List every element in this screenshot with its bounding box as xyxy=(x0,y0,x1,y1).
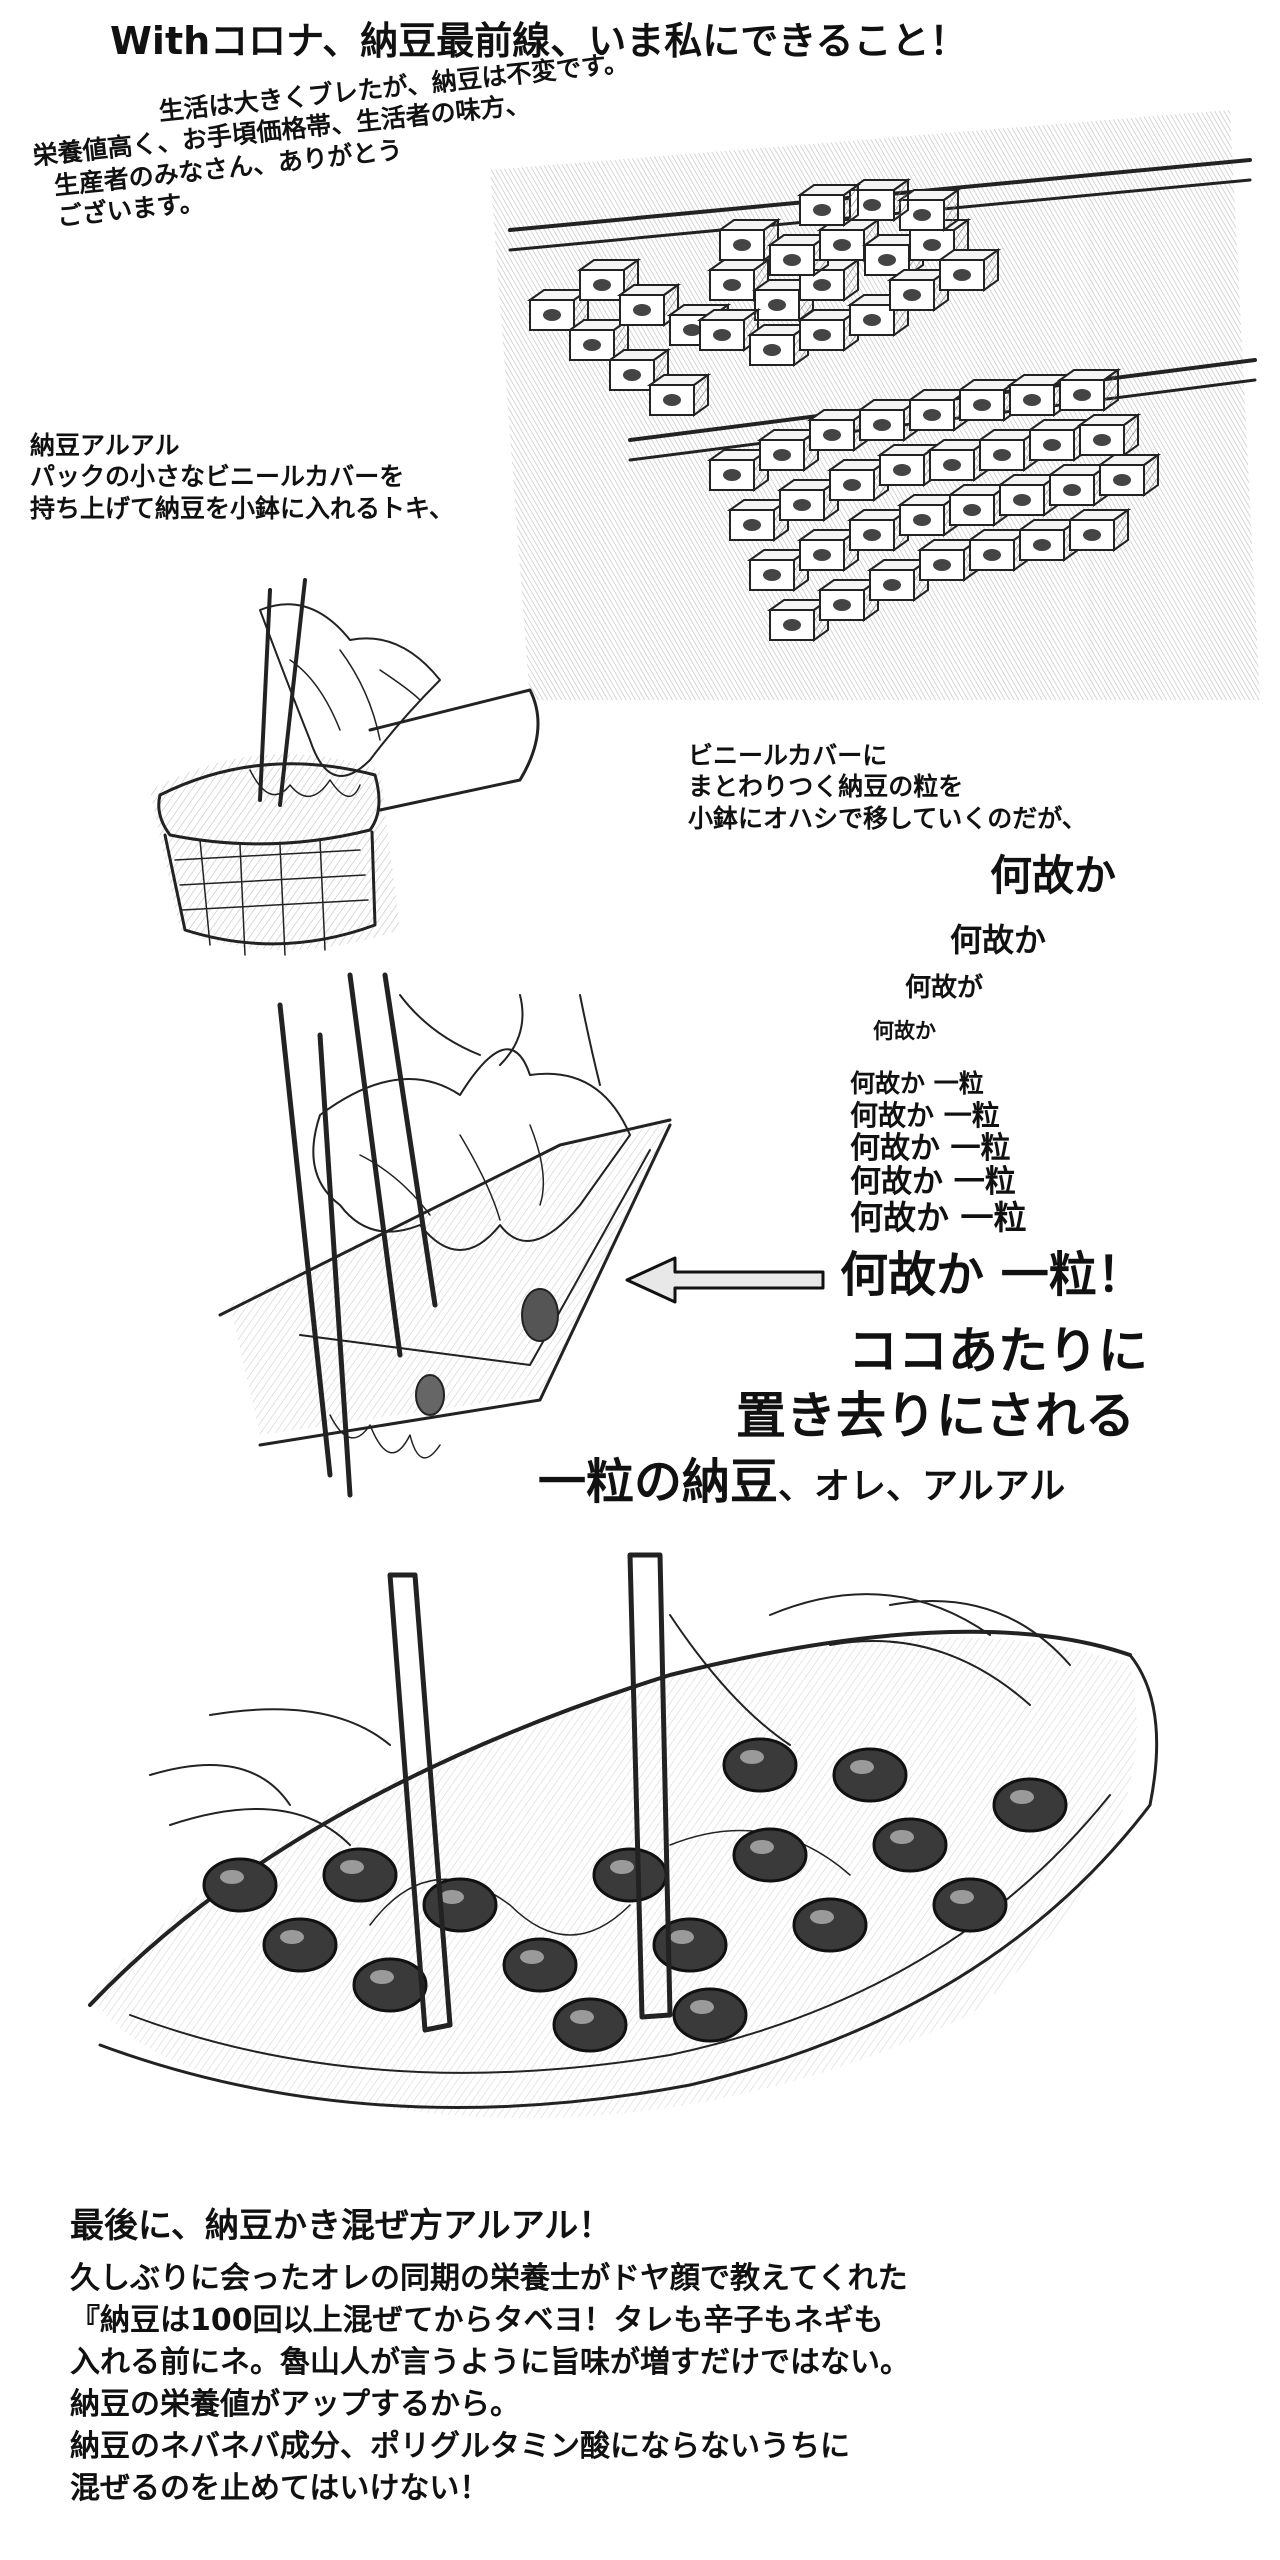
aruaru-line: パックの小さなビニールカバーを xyxy=(30,462,405,492)
cover-text: ビニールカバーに まとわりつく納豆の粒を 小鉢にオハシで移していくのだが、 xyxy=(688,740,1087,834)
naze-text: 何故か xyxy=(950,921,1047,959)
bowl-chopsticks-illustration xyxy=(150,578,540,956)
cover-line: まとわりつく納豆の粒を xyxy=(688,772,964,802)
page-title: Withコロナ、納豆最前線、いま私にできること！ xyxy=(110,19,968,63)
closing-line: 久しぶりに会ったオレの同期の栄養士がドヤ顔で教えてくれた xyxy=(70,2261,908,2296)
naze-ichiryu: 何故か 一粒 xyxy=(850,1164,1016,1200)
naze-ichiryu: 何故か 一粒 xyxy=(850,1198,1027,1237)
closing-line: 納豆のネバネバ成分、ポリグルタミン酸にならないうちに xyxy=(70,2429,850,2464)
leftover-line-2: 置き去りにされる xyxy=(736,1387,1135,1445)
closing-line: 『納豆は100回以上混ぜてからタベヨ！タレも辛子もネギも xyxy=(70,2303,884,2338)
naze-ichiryu: 何故か 一粒 xyxy=(850,1131,1011,1166)
naze-text: 何故が xyxy=(905,973,984,1003)
leftover-big: 一粒の納豆 xyxy=(538,1454,779,1510)
closing-line: 入れる前にネ。魯山人が言うように旨味が増すだけではない。 xyxy=(70,2345,910,2380)
cover-line: ビニールカバーに xyxy=(688,741,888,770)
vinyl-cover-illustration xyxy=(218,972,672,1498)
naze-ichiryu: 何故か 一粒 xyxy=(850,1069,984,1098)
closing-line: 納豆の栄養値がアップするから。 xyxy=(70,2387,520,2422)
naze-ichiryu-exclaim: 何故か 一粒！ xyxy=(840,1247,1145,1303)
stirring-bowl-illustration xyxy=(88,1552,1159,2119)
naze-ichiryu: 何故か 一粒 xyxy=(850,1099,1000,1132)
closing-heading: 最後に、納豆かき混ぜ方アルアル！ xyxy=(70,2206,613,2246)
closing-body: 久しぶりに会ったオレの同期の栄養士がドヤ顔で教えてくれた 『納豆は100回以上混… xyxy=(70,2258,910,2510)
supermarket-shelf-illustration xyxy=(490,110,1260,700)
leftover-small: 、オレ、アルアル xyxy=(778,1466,1066,1507)
aruaru-line: 納豆アルアル xyxy=(30,431,180,460)
closing-line: 混ぜるのを止めてはいけない！ xyxy=(70,2471,490,2506)
aruaru-line: 持ち上げて納豆を小鉢に入れるトキ、 xyxy=(30,493,455,523)
aruaru-text: 納豆アルアル パックの小さなビニールカバーを 持ち上げて納豆を小鉢に入れるトキ、 xyxy=(30,430,454,524)
leftover-line-3: 一粒の納豆、オレ、アルアル xyxy=(538,1452,1065,1512)
arrow-left-icon xyxy=(625,1256,825,1304)
naze-text: 何故か xyxy=(873,1019,936,1043)
naze-text: 何故か xyxy=(990,851,1117,900)
cover-line: 小鉢にオハシで移していくのだが、 xyxy=(688,803,1087,833)
leftover-line-1: ココあたりに xyxy=(848,1322,1148,1380)
